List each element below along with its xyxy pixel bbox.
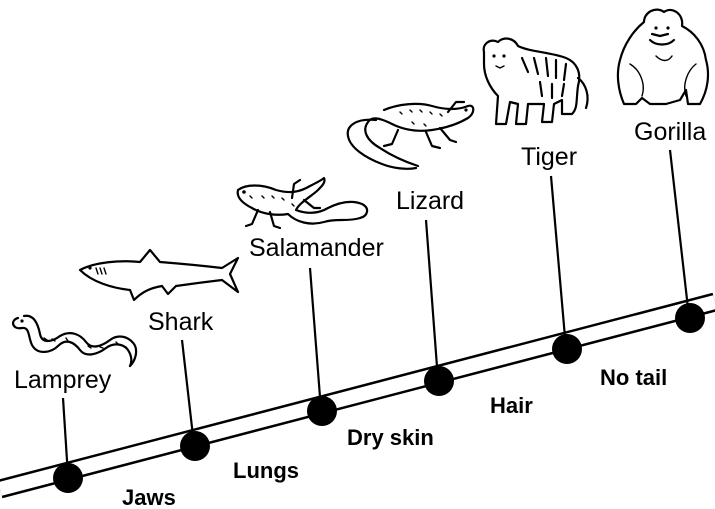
organism-label-tiger: Tiger: [521, 143, 577, 171]
branch-line-salamander: [310, 268, 321, 410]
node-shark: [180, 431, 210, 461]
organism-label-salamander: Salamander: [249, 234, 384, 262]
node-lamprey: [53, 463, 83, 493]
organism-label-lizard: Lizard: [396, 187, 464, 215]
branch-line-gorilla: [670, 150, 689, 317]
node-gorilla: [675, 303, 705, 333]
organism-label-lamprey: Lamprey: [14, 366, 112, 394]
gorilla-icon: [618, 10, 708, 104]
tiger-icon: [484, 39, 588, 124]
lizard-icon: [348, 102, 474, 169]
node-lizard: [424, 366, 454, 396]
node-salamander: [307, 396, 337, 426]
organism-label-gorilla: Gorilla: [634, 118, 706, 146]
trait-label-dry-skin: Dry skin: [347, 425, 434, 450]
trait-label-lungs: Lungs: [233, 458, 299, 483]
trait-label-jaws: Jaws: [122, 485, 176, 509]
organism-label-shark: Shark: [148, 308, 214, 336]
node-tiger: [552, 334, 582, 364]
salamander-icon: [238, 178, 367, 228]
trait-label-hair: Hair: [490, 393, 533, 418]
timeline-bar: [0, 302, 715, 489]
branch-line-shark: [182, 340, 194, 445]
branch-line-lizard: [426, 220, 438, 380]
trait-label-no-tail: No tail: [600, 365, 667, 390]
branch-line-tiger: [551, 176, 566, 349]
lamprey-icon: [13, 316, 136, 366]
shark-icon: [80, 250, 238, 300]
